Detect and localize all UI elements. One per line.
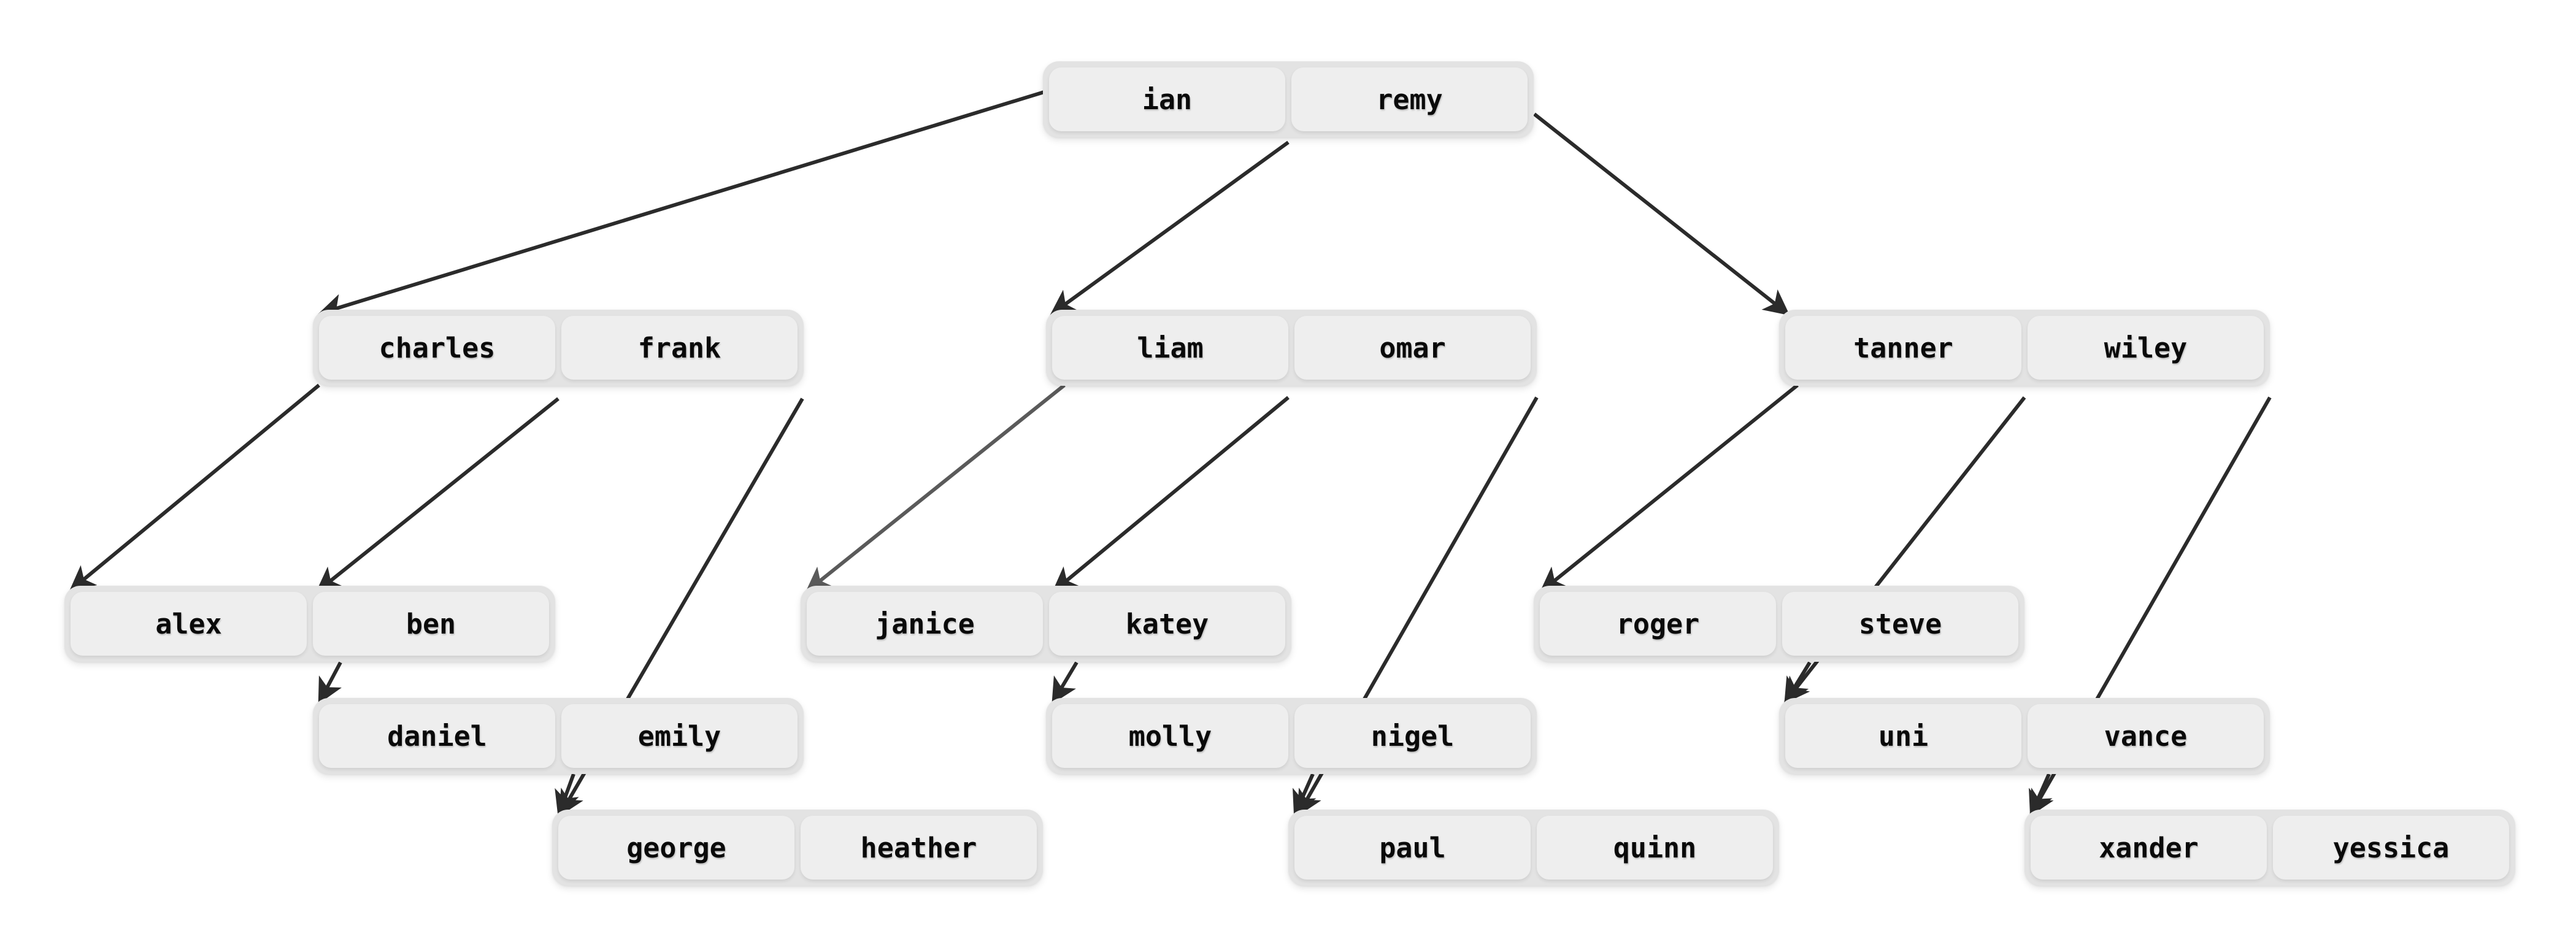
btree-edge xyxy=(805,383,1066,593)
btree-node[interactable]: paul quinn xyxy=(1288,810,1779,886)
btree-node-key-label: wiley xyxy=(2104,331,2188,364)
btree-node[interactable]: xander yessica xyxy=(2024,810,2515,886)
btree-node-cell[interactable]: alex xyxy=(71,592,307,656)
btree-node-cell[interactable]: yessica xyxy=(2273,816,2509,880)
btree-node-cell[interactable]: charles xyxy=(319,316,555,380)
btree-node-cell[interactable]: nigel xyxy=(1294,704,1531,768)
btree-edge xyxy=(1052,661,1078,705)
btree-node-key-label: quinn xyxy=(1613,831,1697,864)
btree-node-cell[interactable]: steve xyxy=(1782,592,2018,656)
btree-node[interactable]: uni vance xyxy=(1779,698,2270,774)
btree-node-cell[interactable]: tanner xyxy=(1785,316,2021,380)
btree-node-cell[interactable]: katey xyxy=(1049,592,1285,656)
btree-node-key-label: xander xyxy=(2099,831,2199,864)
btree-node[interactable]: ian remy xyxy=(1043,61,1534,137)
btree-node-cell[interactable]: heather xyxy=(801,816,1037,880)
btree-edge xyxy=(318,90,1045,319)
btree-edge xyxy=(1539,383,1799,593)
btree-node-key-label: paul xyxy=(1379,831,1446,864)
btree-node[interactable]: alex ben xyxy=(64,586,555,662)
btree-node-key-label: katey xyxy=(1125,607,1209,640)
btree-node[interactable]: tanner wiley xyxy=(1779,310,2270,386)
btree-node-cell[interactable]: ian xyxy=(1049,67,1285,131)
btree-node-key-label: vance xyxy=(2104,719,2188,753)
btree-node[interactable]: liam omar xyxy=(1046,310,1537,386)
btree-node[interactable]: charles frank xyxy=(313,310,804,386)
btree-node-key-label: nigel xyxy=(1371,719,1455,753)
btree-edge xyxy=(1052,396,1290,593)
btree-edge xyxy=(1293,773,1317,817)
btree-node-key-label: omar xyxy=(1379,331,1446,364)
btree-edge xyxy=(1784,661,1812,704)
btree-edge xyxy=(315,397,559,593)
btree-node-cell[interactable]: liam xyxy=(1052,316,1288,380)
btree-node-cell[interactable]: omar xyxy=(1294,316,1531,380)
btree-node-key-label: george xyxy=(626,831,726,864)
btree-node[interactable]: daniel emily xyxy=(313,698,804,774)
btree-node[interactable]: janice katey xyxy=(801,586,1291,662)
btree-node-cell[interactable]: george xyxy=(558,816,794,880)
btree-node-cell[interactable]: paul xyxy=(1294,816,1531,880)
btree-edge xyxy=(555,773,579,817)
btree-node-cell[interactable]: janice xyxy=(807,592,1043,656)
btree-node-cell[interactable]: xander xyxy=(2031,816,2267,880)
btree-node-cell[interactable]: emily xyxy=(561,704,798,768)
btree-node-cell[interactable]: uni xyxy=(1785,704,2021,768)
btree-node[interactable]: george heather xyxy=(552,810,1043,886)
btree-node-key-label: ian xyxy=(1142,83,1193,116)
btree-node[interactable]: roger steve xyxy=(1534,586,2024,662)
btree-edge xyxy=(2029,773,2053,817)
btree-edge xyxy=(318,661,342,705)
btree-node-key-label: roger xyxy=(1616,607,1700,640)
btree-node-key-label: remy xyxy=(1376,83,1443,116)
btree-node-cell[interactable]: roger xyxy=(1540,592,1776,656)
btree-node-key-label: daniel xyxy=(387,719,487,753)
btree-edge xyxy=(69,383,320,592)
btree-node-key-label: molly xyxy=(1128,719,1212,753)
btree-node-key-label: frank xyxy=(637,331,721,364)
btree-node-cell[interactable]: wiley xyxy=(2028,316,2264,380)
btree-node-key-label: tanner xyxy=(1853,331,1953,364)
btree-node-key-label: yessica xyxy=(2332,831,2450,864)
btree-node-key-label: liam xyxy=(1137,331,1204,364)
btree-node-key-label: emily xyxy=(637,719,721,753)
btree-node-cell[interactable]: molly xyxy=(1052,704,1288,768)
btree-node-key-label: janice xyxy=(875,607,975,640)
btree-node-key-label: charles xyxy=(379,331,496,364)
btree-node-key-label: steve xyxy=(1858,607,1942,640)
btree-node-key-label: heather xyxy=(860,831,977,864)
btree-node-cell[interactable]: quinn xyxy=(1537,816,1773,880)
btree-node-cell[interactable]: ben xyxy=(313,592,549,656)
btree-node-key-label: uni xyxy=(1878,719,1929,753)
btree-node-key-label: ben xyxy=(406,607,456,640)
btree-node[interactable]: molly nigel xyxy=(1046,698,1537,774)
btree-node-cell[interactable]: frank xyxy=(561,316,798,380)
btree-node-cell[interactable]: remy xyxy=(1291,67,1528,131)
btree-node-cell[interactable]: daniel xyxy=(319,704,555,768)
btree-node-key-label: alex xyxy=(155,607,222,640)
btree-edge xyxy=(1533,112,1790,316)
btree-node-cell[interactable]: vance xyxy=(2028,704,2264,768)
btree-edge xyxy=(1050,140,1290,316)
